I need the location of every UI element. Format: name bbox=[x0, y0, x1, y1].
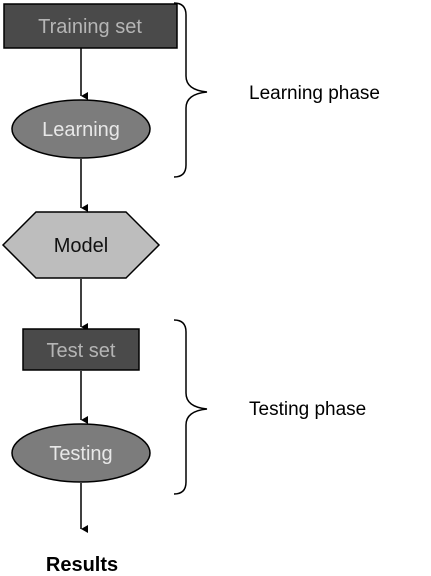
training-set-label: Training set bbox=[38, 16, 142, 38]
training-set-node: Training set bbox=[3, 3, 178, 49]
learning-node: Learning bbox=[11, 99, 151, 159]
learning-phase-label: Learning phase bbox=[249, 83, 380, 104]
testing-phase-brace bbox=[173, 319, 208, 495]
model-node: Model bbox=[1, 211, 161, 279]
testing-label: Testing bbox=[49, 443, 112, 465]
test-set-node: Test set bbox=[22, 328, 140, 371]
model-label: Model bbox=[54, 235, 108, 257]
learning-phase-brace bbox=[173, 2, 208, 178]
testing-phase-label: Testing phase bbox=[249, 399, 366, 420]
results-label: Results bbox=[46, 554, 118, 576]
testing-node: Testing bbox=[11, 423, 151, 483]
learning-label: Learning bbox=[42, 119, 120, 141]
test-set-label: Test set bbox=[47, 340, 116, 362]
